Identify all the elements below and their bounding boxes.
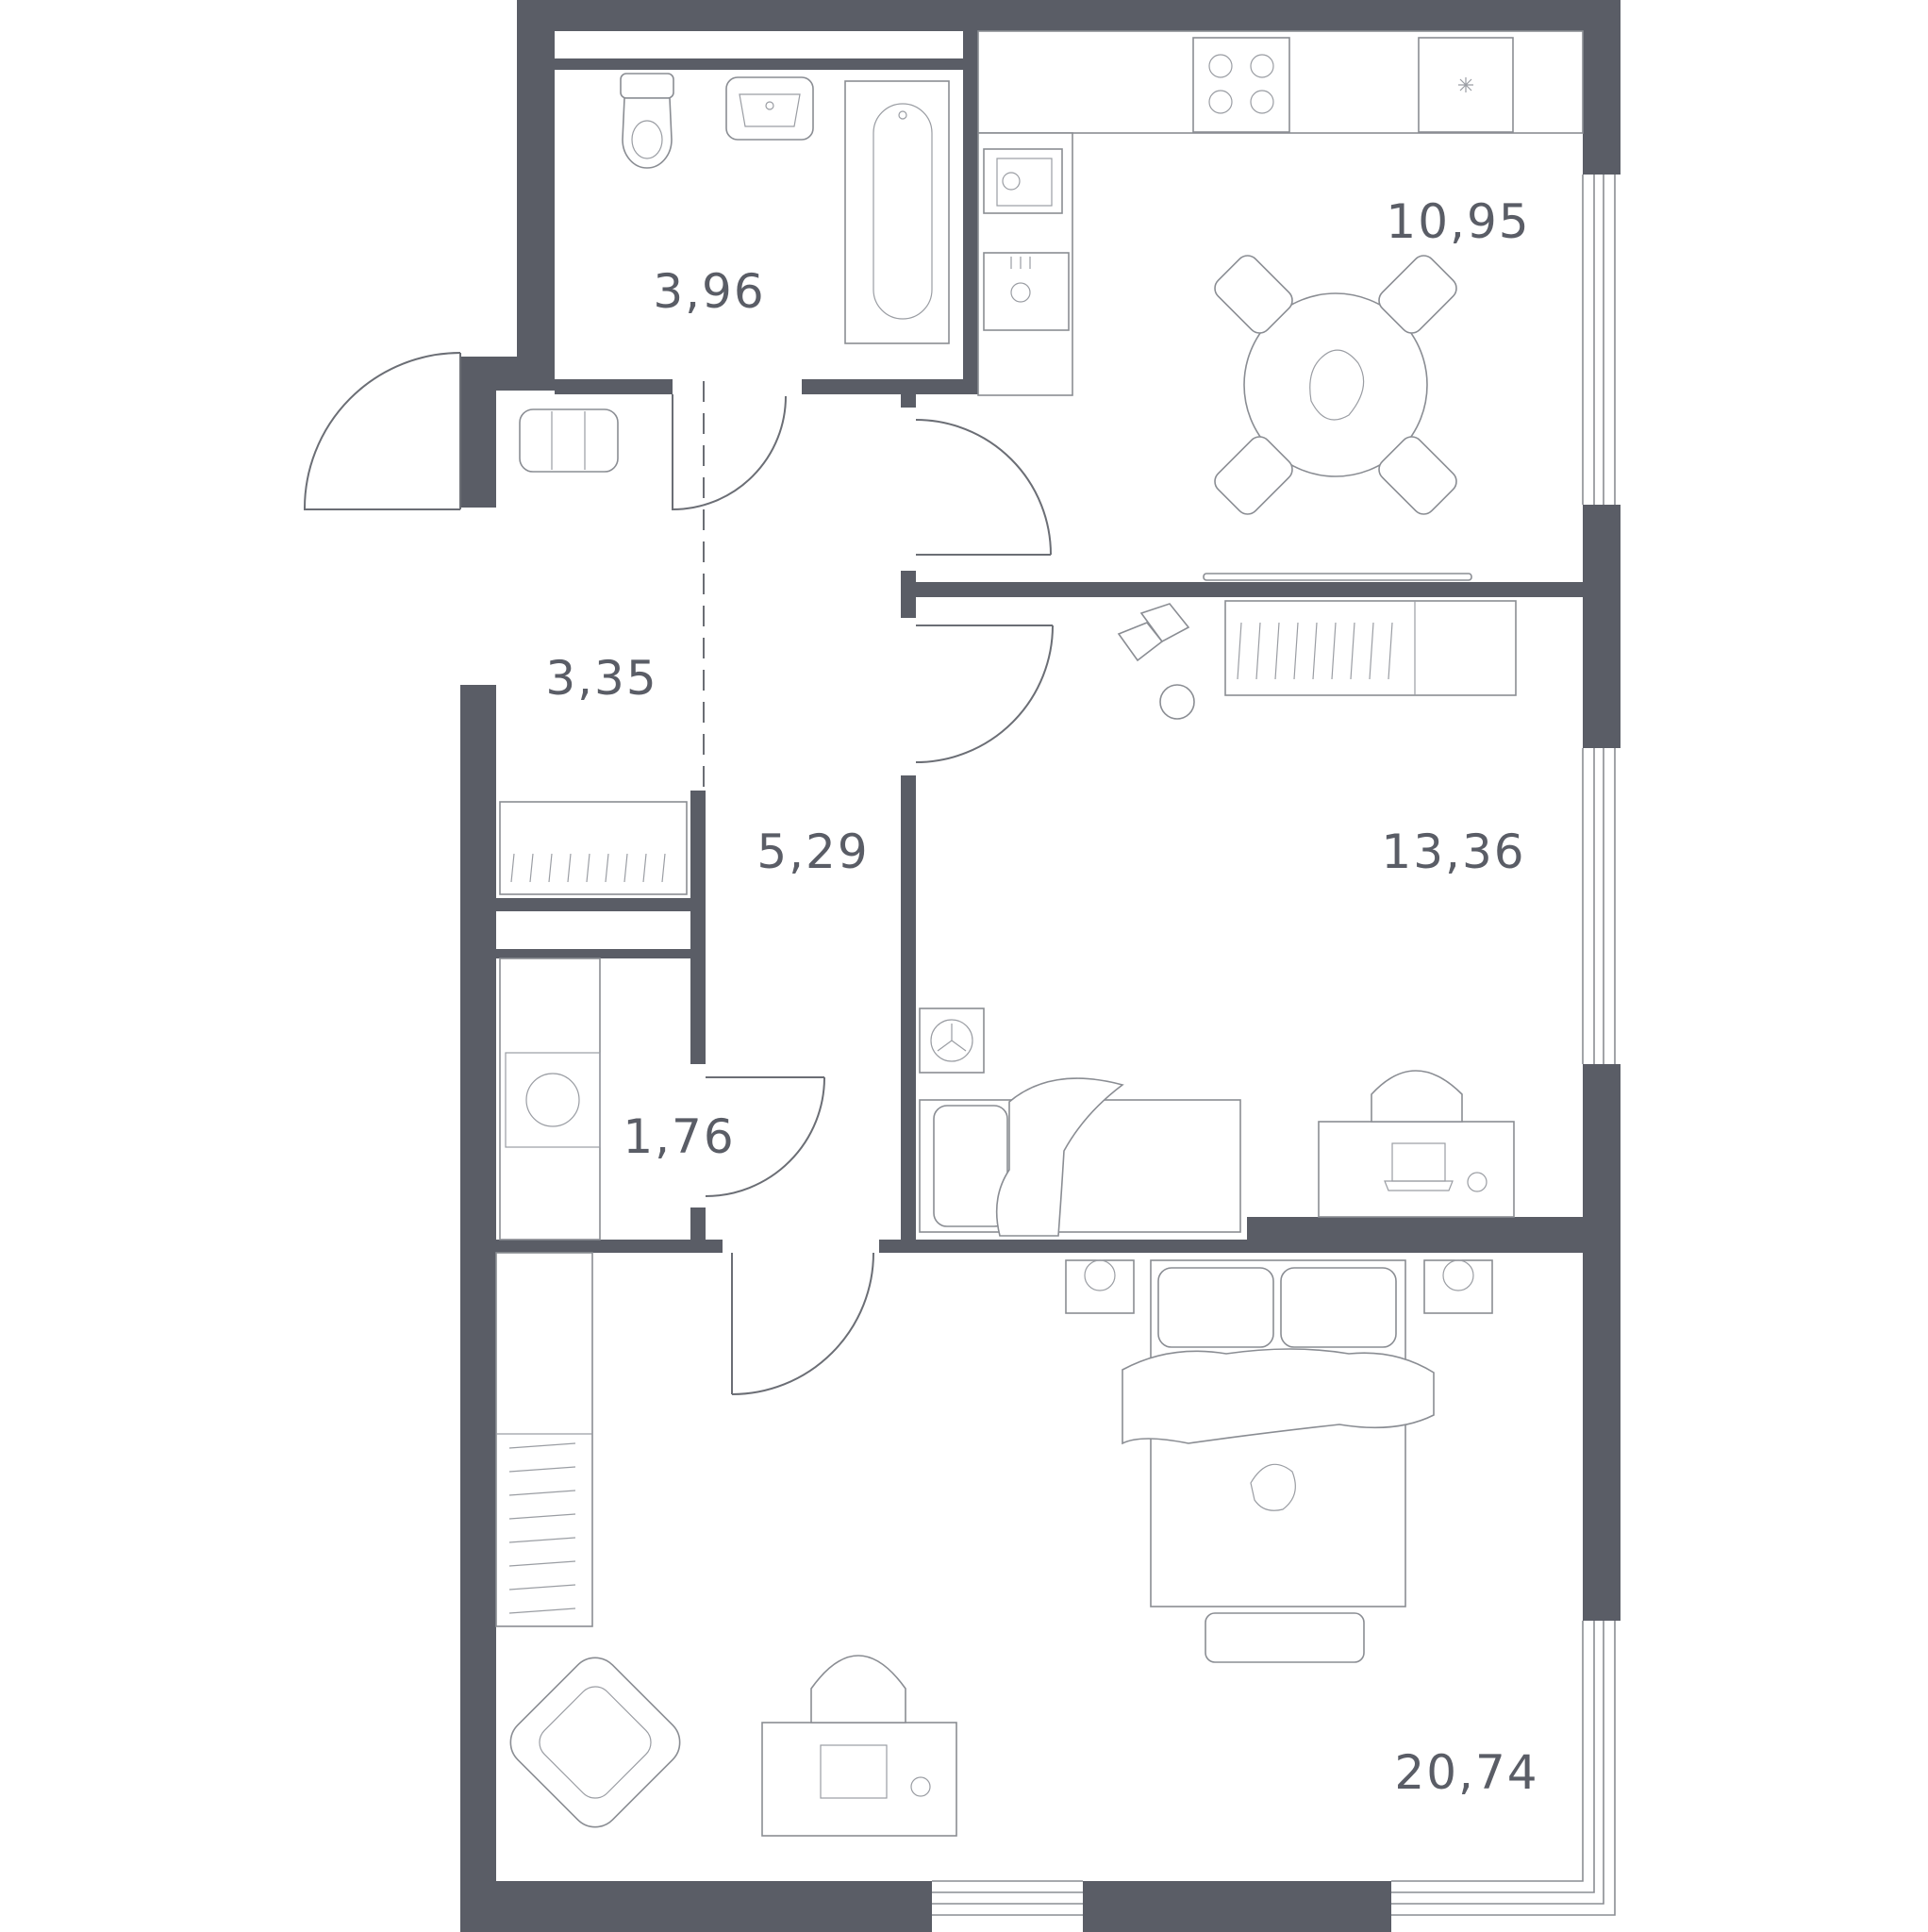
chair-icon	[810, 1655, 906, 1724]
bathtub-icon	[844, 80, 950, 344]
area-label-bathroom: 3,96	[653, 264, 765, 319]
armchair-icon	[509, 1657, 681, 1828]
closet-icon	[495, 1252, 593, 1627]
rug-icon	[1205, 1612, 1365, 1663]
bed-icon	[919, 1077, 1241, 1237]
area-label-bedroom-small: 13,36	[1381, 824, 1525, 879]
stove-icon	[1192, 37, 1290, 133]
wardrobe-icon	[499, 801, 688, 895]
washing-machine-icon	[499, 958, 601, 1241]
area-label-storage: 1,76	[623, 1109, 735, 1164]
doors	[303, 352, 1054, 1395]
dining-table-icon	[1243, 292, 1428, 477]
kitchen-fixtures	[977, 30, 1584, 581]
dining-chair-icon	[1214, 255, 1457, 515]
area-label-entrance: 3,35	[545, 651, 657, 706]
windows	[932, 175, 1616, 1916]
hall-fixtures	[499, 408, 688, 1241]
nightstand-icon	[1065, 1259, 1493, 1314]
toys-icon	[1117, 603, 1195, 720]
small-bedroom-fixtures	[919, 600, 1517, 1237]
bed-icon	[1122, 1259, 1435, 1607]
fridge-icon	[1418, 37, 1514, 133]
kitchen-sink-icon	[983, 148, 1063, 214]
closet-icon	[1224, 600, 1517, 696]
area-label-kitchen: 10,95	[1386, 194, 1530, 249]
cat-icon	[1250, 1463, 1296, 1511]
desk-icon	[761, 1722, 957, 1837]
area-label-corridor: 5,29	[756, 824, 869, 879]
walls	[460, 0, 1621, 1932]
bench-icon	[519, 408, 619, 473]
desk-icon	[1318, 1121, 1515, 1218]
chair-icon	[1371, 1070, 1463, 1123]
dishwasher-icon	[983, 252, 1070, 331]
fan-icon	[919, 1008, 985, 1074]
area-labels: 3,96 10,95 3,35 5,29 13,36 1,76 20,74	[545, 194, 1538, 1800]
sink-icon	[725, 76, 814, 141]
large-bedroom-fixtures	[495, 1252, 1493, 1837]
toilet-icon	[620, 73, 674, 169]
bathroom-fixtures	[620, 73, 950, 344]
area-label-bedroom-large: 20,74	[1394, 1745, 1538, 1800]
